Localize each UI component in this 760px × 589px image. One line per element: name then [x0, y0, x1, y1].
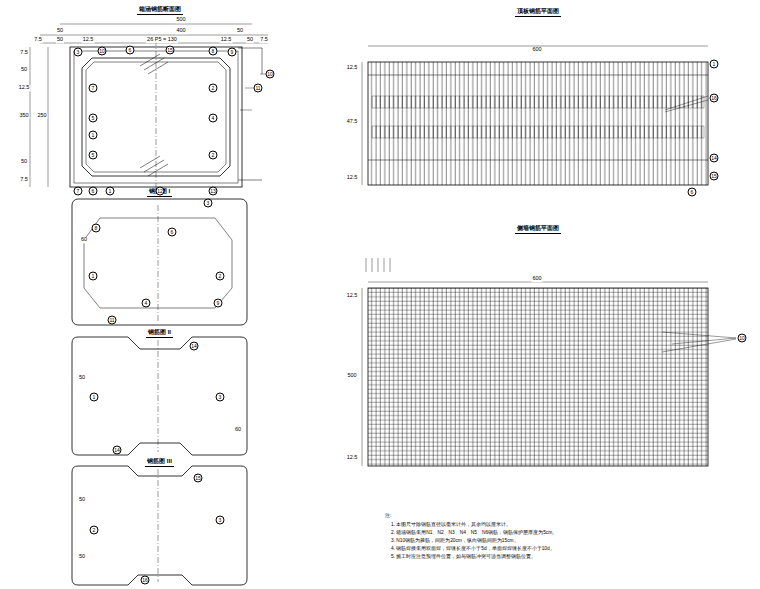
- callout-number: 16: [710, 94, 719, 103]
- dimension: 60: [234, 427, 242, 433]
- dimension: 12.5: [346, 293, 359, 299]
- dimension: 47.5: [346, 119, 359, 125]
- note-text: 2. 箱涵钢筋采用N1、N2、N3、N4、N5、N6钢筋，钢筋保护层厚度为5cm…: [390, 531, 558, 536]
- dimension: 12.5: [346, 455, 359, 461]
- callout-number: 10: [98, 47, 107, 56]
- callout-number: 11: [108, 316, 117, 325]
- dimension: 12.5: [346, 65, 359, 71]
- callout-number: 8: [92, 224, 101, 233]
- callout-number: 10: [738, 334, 747, 343]
- dimension: 250: [36, 113, 47, 119]
- callout-number: 11: [254, 84, 263, 93]
- callout-number: 10: [266, 70, 275, 79]
- callout-number: 7: [74, 187, 83, 196]
- callout-number: 1: [106, 187, 115, 196]
- dimension: 7.5: [19, 177, 29, 183]
- dimension: 50: [20, 67, 28, 73]
- callout-number: 9: [228, 48, 237, 57]
- note-text: 4. 钢筋焊接采用双面焊，焊缝长度不小于5d，单面焊焊缝长度不小于10d。: [390, 547, 556, 552]
- callout-number: 2: [209, 151, 218, 160]
- view-frame: 顶板钢筋平面图: [368, 8, 708, 17]
- dimension: 50: [20, 159, 28, 165]
- dimension: 12.5: [346, 175, 359, 181]
- dimension: 350: [18, 113, 29, 119]
- dimension: 50: [78, 497, 86, 503]
- callout-number: 1: [89, 131, 98, 140]
- note-text: 1. 本图尺寸除钢筋直径以毫米计外，其余均以厘米计。: [390, 523, 512, 528]
- callout-number: 14: [113, 446, 122, 455]
- callout-number: 6: [168, 228, 177, 237]
- callout-number: 3: [74, 48, 83, 57]
- callout-number: 16: [141, 576, 150, 585]
- callout-number: 15: [194, 474, 203, 483]
- callout-number: 6: [89, 187, 98, 196]
- callout-number: 1: [710, 60, 719, 69]
- view-frame: 箱涵钢筋断面图: [30, 6, 290, 15]
- dimension: 50: [78, 554, 86, 560]
- dimension: 50: [246, 37, 254, 43]
- callout-number: 1: [89, 272, 98, 281]
- dimension: 12.5: [82, 37, 95, 43]
- callout-number: 2: [216, 272, 225, 281]
- callout-number: 5: [89, 114, 98, 123]
- note-text: 注:: [384, 514, 392, 519]
- callout-number: 4: [142, 299, 151, 308]
- dimension: 26 P5 = 130: [146, 37, 178, 43]
- callout-number: 1: [90, 393, 99, 402]
- callout-number: 6: [126, 46, 135, 55]
- dimension: 7.5: [19, 50, 29, 56]
- callout-number: 9: [214, 299, 223, 308]
- callout-number: 3: [216, 393, 225, 402]
- callout-number: 2: [90, 526, 99, 535]
- callout-number: 5: [89, 151, 98, 160]
- callout-number: 12: [156, 187, 165, 196]
- callout-number: 3: [204, 199, 213, 208]
- view-frame: 钢筋图 II: [72, 329, 247, 338]
- callout-number: 2: [209, 84, 218, 93]
- dimension: 500: [346, 373, 357, 379]
- callout-number: 15: [166, 46, 175, 55]
- view-title: 侧墙钢筋平面图: [515, 225, 561, 234]
- dimension: 12.5: [18, 85, 31, 91]
- dimension: 7.5: [259, 37, 269, 43]
- callout-number: 15: [710, 172, 719, 181]
- view-title: 钢筋图 III: [145, 458, 174, 467]
- callout-number: 6: [688, 188, 697, 197]
- callout-number: 4: [209, 114, 218, 123]
- callout-number: 7: [89, 84, 98, 93]
- callout-number: 8: [209, 47, 218, 56]
- callout-number: 13: [209, 187, 218, 196]
- dimension: 50: [56, 28, 64, 34]
- dimension: 600: [531, 276, 542, 282]
- note-text: 5. 施工时应注意预埋件位置，如与钢筋冲突可适当调整钢筋位置。: [390, 555, 537, 560]
- view-title: 钢筋图 II: [146, 329, 173, 338]
- dimension: 50: [56, 37, 64, 43]
- view-frame: 侧墙钢筋平面图: [368, 225, 708, 234]
- dimension: 60: [80, 237, 88, 243]
- dimension: 500: [175, 17, 186, 23]
- dimension: 600: [531, 47, 542, 53]
- callout-number: 14: [190, 342, 199, 351]
- dimension: 7.5: [33, 37, 43, 43]
- note-text: 3. N10钢筋为箍筋，间距为20cm，纵向钢筋间距为15cm。: [390, 539, 520, 544]
- callout-number: 14: [710, 154, 719, 163]
- view-title: 箱涵钢筋断面图: [137, 6, 183, 15]
- dimension: 50: [236, 28, 244, 34]
- callout-number: 3: [216, 516, 225, 525]
- view-title: 顶板钢筋平面图: [515, 8, 561, 17]
- dimension: 400: [175, 28, 186, 34]
- view-frame: 钢筋图 III: [72, 458, 247, 467]
- dimension: 12.5: [220, 37, 233, 43]
- dimension: 50: [78, 375, 86, 381]
